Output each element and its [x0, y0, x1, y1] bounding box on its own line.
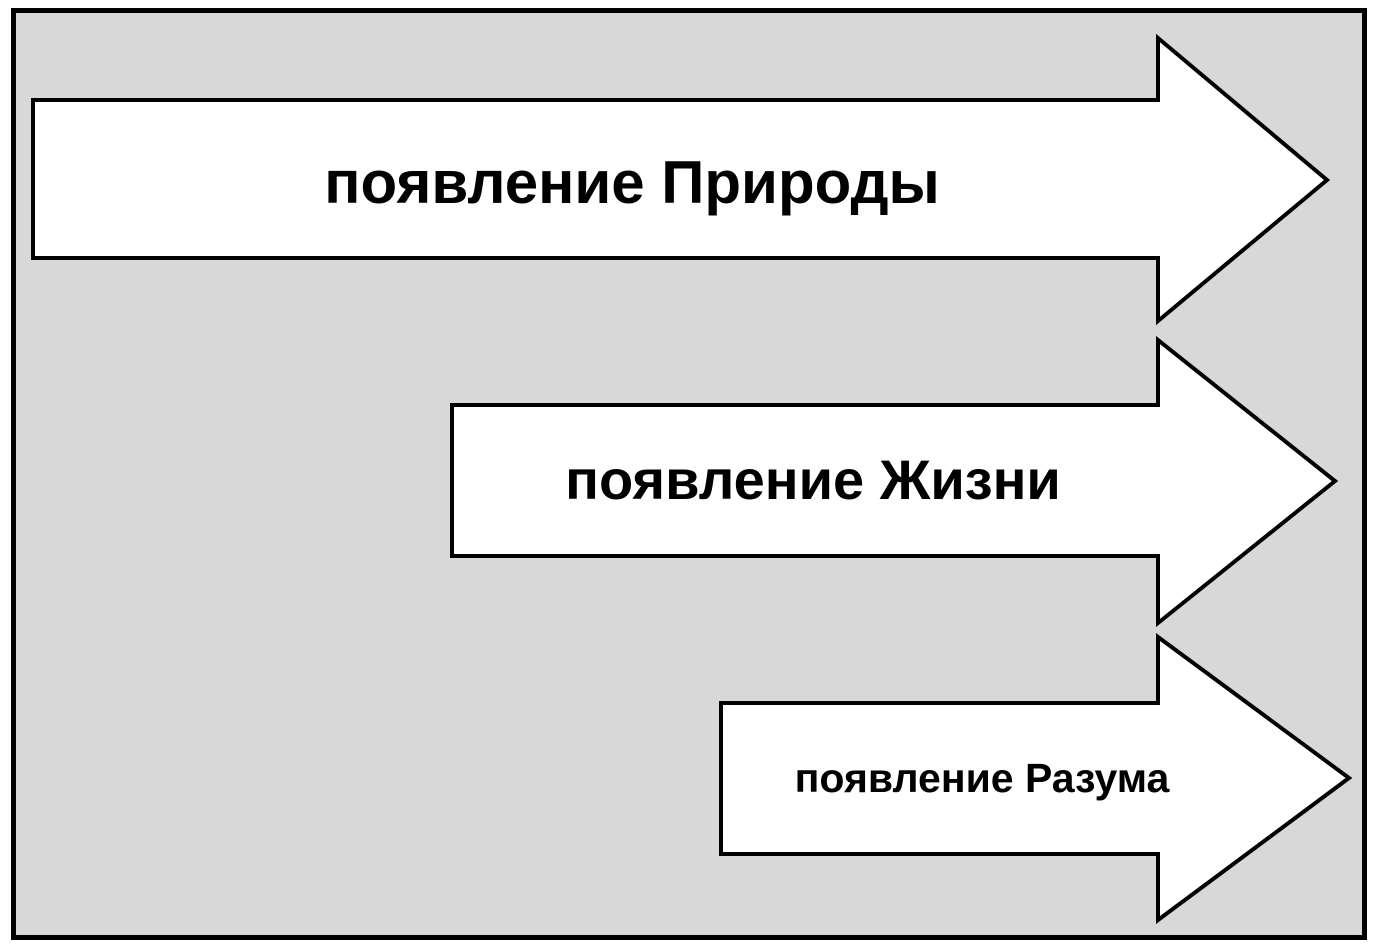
arrow-mind-shape — [719, 633, 1353, 924]
arrow-life-label: появление Жизни — [565, 448, 1061, 511]
arrow-mind-label: появление Разума — [795, 755, 1171, 801]
arrow-nature-label: появление Природы — [324, 149, 940, 216]
arrow-life-shape — [450, 335, 1339, 628]
arrow-life: появление Жизни — [450, 335, 1339, 628]
arrow-nature: появление Природы — [31, 33, 1331, 326]
arrow-mind: появление Разума — [719, 633, 1353, 924]
arrow-nature-shape — [31, 33, 1331, 326]
